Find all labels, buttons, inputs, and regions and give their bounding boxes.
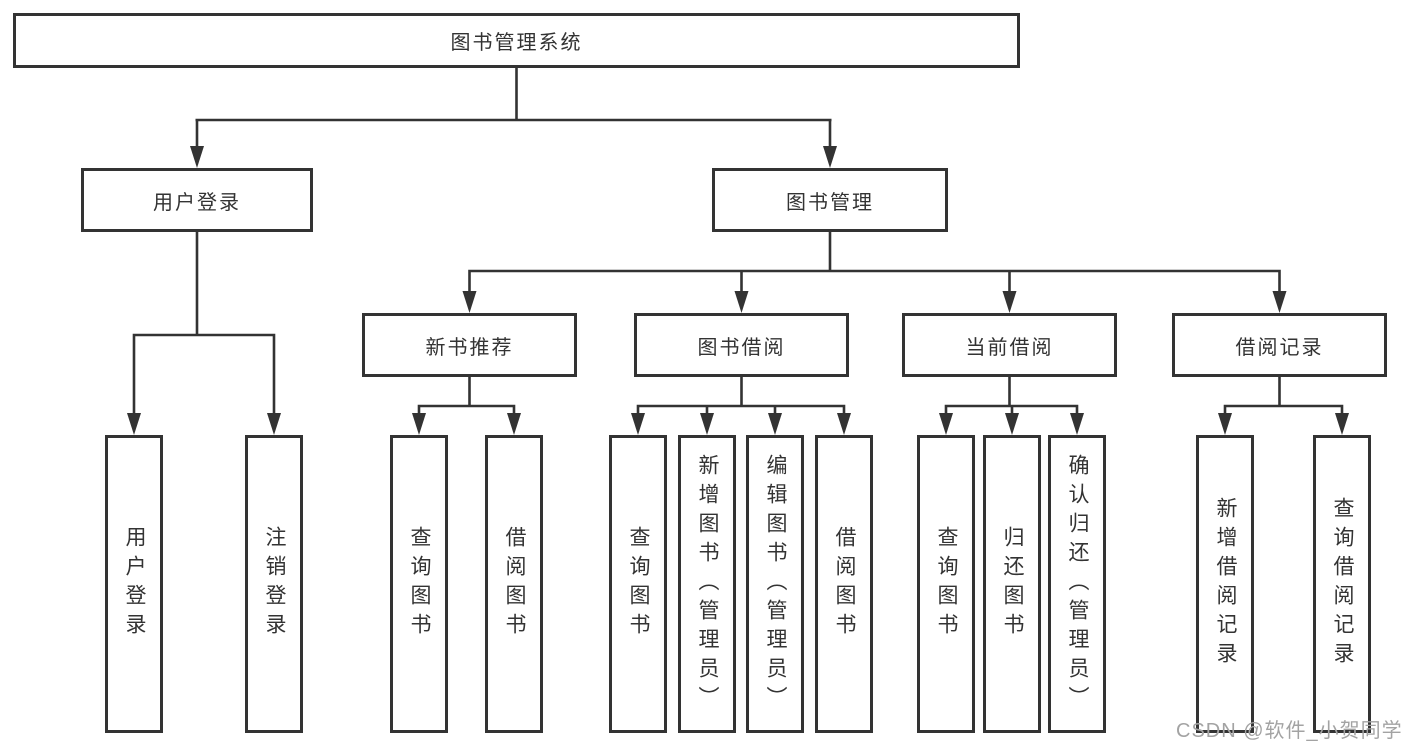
node-new-book-recommend: 新书推荐 <box>362 313 577 377</box>
leaf-edit-books-admin: 编辑图书（管理员） <box>746 435 804 733</box>
leaf-query-books-borrow: 查询图书 <box>609 435 667 733</box>
leaf-logout: 注销登录 <box>245 435 303 733</box>
leaf-user-login: 用户登录 <box>105 435 163 733</box>
leaf-add-books-admin: 新增图书（管理员） <box>678 435 736 733</box>
node-user-login: 用户登录 <box>81 168 313 232</box>
leaf-return-books: 归还图书 <box>983 435 1041 733</box>
node-root: 图书管理系统 <box>13 13 1020 68</box>
leaf-confirm-return-admin: 确认归还（管理员） <box>1048 435 1106 733</box>
node-current-borrow: 当前借阅 <box>902 313 1117 377</box>
leaf-borrow-books-new: 借阅图书 <box>485 435 543 733</box>
leaf-query-books-new: 查询图书 <box>390 435 448 733</box>
leaf-borrow-books: 借阅图书 <box>815 435 873 733</box>
csdn-watermark: CSDN @软件_小贺同学 <box>1176 720 1403 742</box>
arrowheads <box>127 146 1349 435</box>
leaf-query-books-current: 查询图书 <box>917 435 975 733</box>
node-book-borrow: 图书借阅 <box>634 313 849 377</box>
node-borrow-records: 借阅记录 <box>1172 313 1387 377</box>
leaf-add-borrow-record: 新增借阅记录 <box>1196 435 1254 733</box>
node-book-management: 图书管理 <box>712 168 948 232</box>
leaf-query-borrow-record: 查询借阅记录 <box>1313 435 1371 733</box>
